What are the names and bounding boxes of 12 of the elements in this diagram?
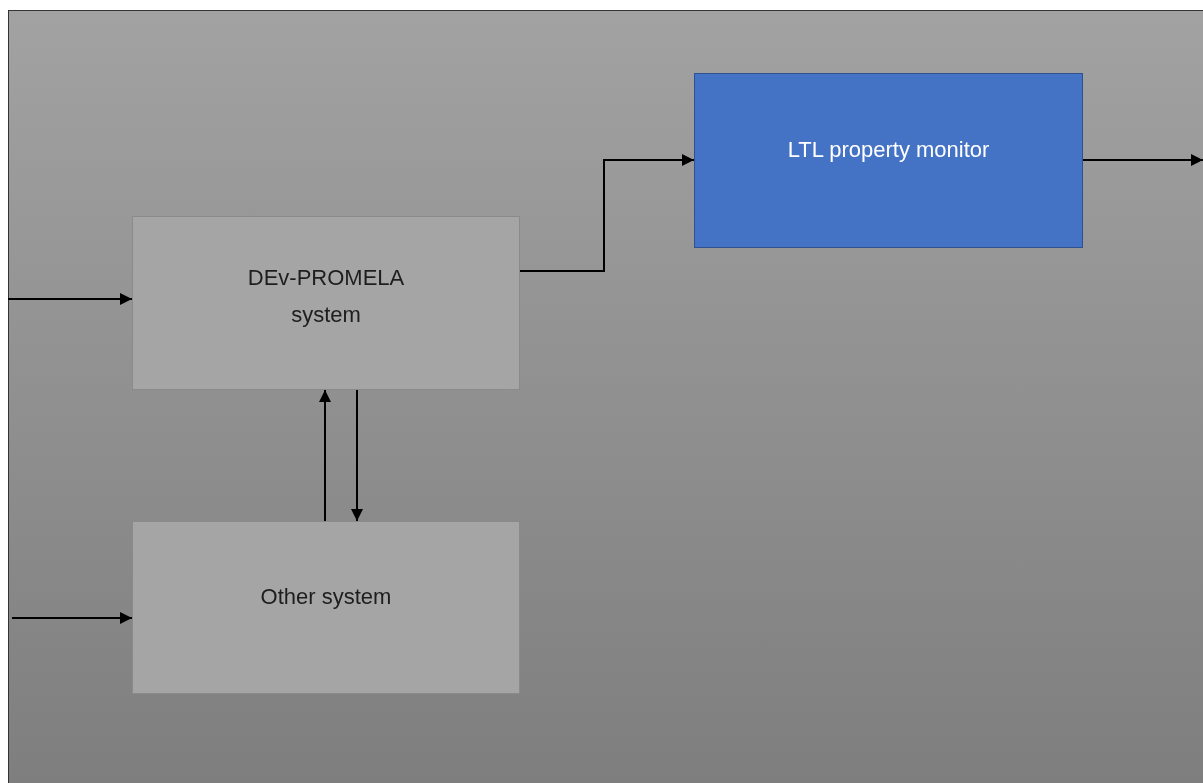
node-label: DEv-PROMELA system bbox=[246, 264, 406, 329]
process-box bbox=[132, 521, 520, 694]
node-label: LTL property monitor bbox=[786, 136, 991, 164]
arrow bbox=[7, 293, 133, 305]
arrow bbox=[519, 154, 695, 272]
arrow bbox=[319, 389, 331, 522]
arrow bbox=[1082, 154, 1203, 166]
arrow bbox=[11, 612, 133, 624]
process-box bbox=[132, 216, 520, 390]
node-label: Other system bbox=[259, 583, 393, 611]
monitor-box bbox=[694, 73, 1083, 248]
arrow bbox=[351, 389, 363, 522]
